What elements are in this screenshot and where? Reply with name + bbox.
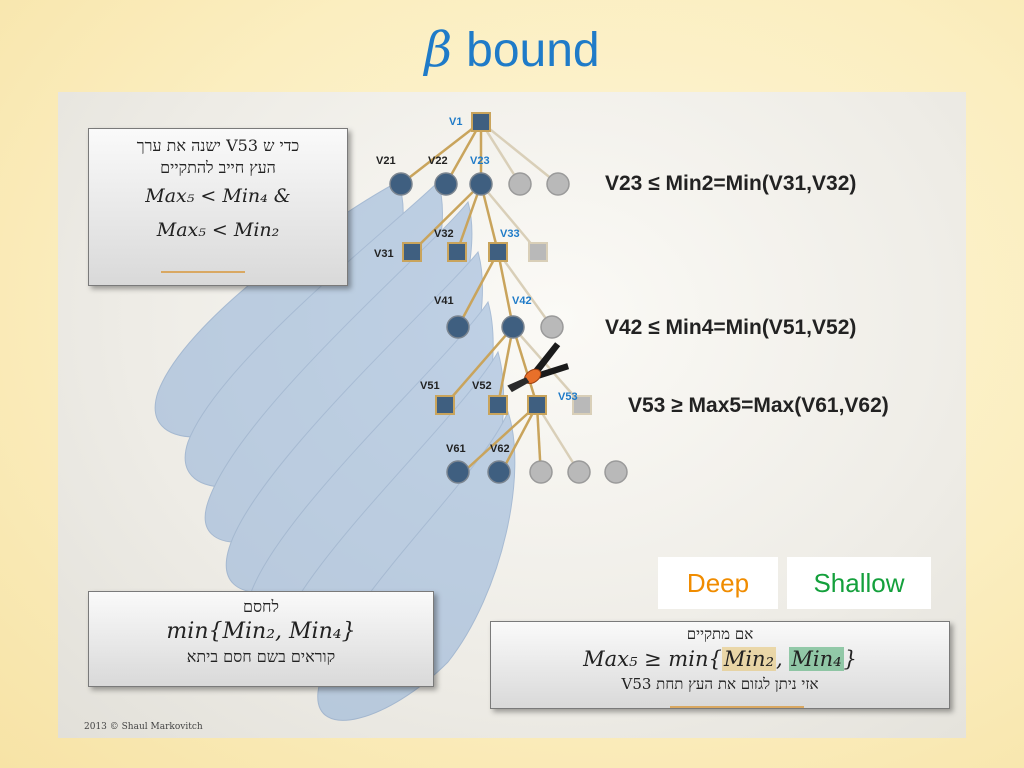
node-v22 xyxy=(434,172,458,196)
node-inactive-3 xyxy=(528,242,548,262)
condition-box: כדי ש V53 ישנה את ערך העץ חייב להתקיים M… xyxy=(88,128,348,286)
condition-line-1: כדי ש V53 ישנה את ערך xyxy=(136,136,300,155)
node-inactive-5 xyxy=(572,395,592,415)
label-v41: V41 xyxy=(434,295,454,307)
condition-line-3: Max₅ < Min₄ & xyxy=(145,185,291,207)
label-v42: V42 xyxy=(512,295,532,307)
condition-line-2: העץ חייב להתקיים xyxy=(160,158,276,177)
node-inactive-2 xyxy=(546,172,570,196)
prune-line-2: Max₅ ≥ min{Min₂, Min₄} xyxy=(491,644,949,674)
prune-underline xyxy=(670,706,804,708)
node-v33 xyxy=(488,242,508,262)
node-v31 xyxy=(402,242,422,262)
scissors-icon xyxy=(507,342,570,393)
prune-deep-term: Min₂ xyxy=(721,647,776,671)
node-inactive-1 xyxy=(508,172,532,196)
node-v32 xyxy=(447,242,467,262)
equation-v42: V42 ≤ Min4=Min(V51,V52) xyxy=(605,316,857,339)
node-v51 xyxy=(435,395,455,415)
condition-underline xyxy=(161,271,245,273)
label-v53: V53 xyxy=(558,391,578,403)
label-v52: V52 xyxy=(472,380,492,392)
prune-line-2-prefix: Max₅ ≥ min{ xyxy=(583,647,722,671)
node-v42 xyxy=(501,315,525,339)
node-inactive-6 xyxy=(529,460,553,484)
node-v61 xyxy=(446,460,470,484)
prune-shallow-term: Min₄ xyxy=(789,647,844,671)
node-inactive-8 xyxy=(604,460,628,484)
credit-text: 2013 © Shaul Markovitch xyxy=(84,722,203,732)
title-text: bound xyxy=(466,24,600,77)
beta-bound-box: לחסם min{Min₂, Min₄} קוראים בשם חסם ביתא xyxy=(88,591,434,687)
prune-line-2-sep: , xyxy=(776,647,790,671)
shallow-tag: Shallow xyxy=(787,557,931,609)
beta-line-2: min{Min₂, Min₄} xyxy=(166,619,356,644)
label-v51: V51 xyxy=(420,380,440,392)
label-v21: V21 xyxy=(376,155,396,167)
label-v23: V23 xyxy=(470,155,490,167)
node-v21 xyxy=(389,172,413,196)
equation-v23: V23 ≤ Min2=Min(V31,V32) xyxy=(605,172,857,195)
label-v33: V33 xyxy=(500,228,520,240)
label-v61: V61 xyxy=(446,443,466,455)
beta-symbol: β xyxy=(424,22,453,78)
prune-line-1: אם מתקיים xyxy=(686,625,754,643)
diagram-panel: V1 V21 V22 V23 V31 V32 V33 V41 V42 V51 V… xyxy=(58,92,966,738)
pruning-condition-box: אם מתקיים Max₅ ≥ min{Min₂, Min₄} אזי נית… xyxy=(490,621,950,709)
node-inactive-4 xyxy=(540,315,564,339)
condition-line-4: Max₅ < Min₂ xyxy=(156,219,280,241)
node-v52 xyxy=(488,395,508,415)
beta-line-1: לחסם xyxy=(242,597,280,616)
equation-v53: V53 ≥ Max5=Max(V61,V62) xyxy=(628,394,889,417)
node-v1 xyxy=(471,112,491,132)
node-v41 xyxy=(446,315,470,339)
deep-tag: Deep xyxy=(658,557,778,609)
prune-line-2-suffix: } xyxy=(843,647,857,671)
tree-edges xyxy=(400,121,584,478)
node-v23 xyxy=(469,172,493,196)
node-v53 xyxy=(527,395,547,415)
node-inactive-7 xyxy=(567,460,591,484)
beta-line-3: קוראים בשם חסם ביתא xyxy=(186,647,336,666)
label-v31: V31 xyxy=(374,248,394,260)
label-v32: V32 xyxy=(434,228,454,240)
node-v62 xyxy=(487,460,511,484)
prune-line-3: אזי ניתן לגזום את העץ תחת V53 xyxy=(621,675,819,693)
label-v22: V22 xyxy=(428,155,448,167)
label-v62: V62 xyxy=(490,443,510,455)
label-v1: V1 xyxy=(449,116,462,128)
